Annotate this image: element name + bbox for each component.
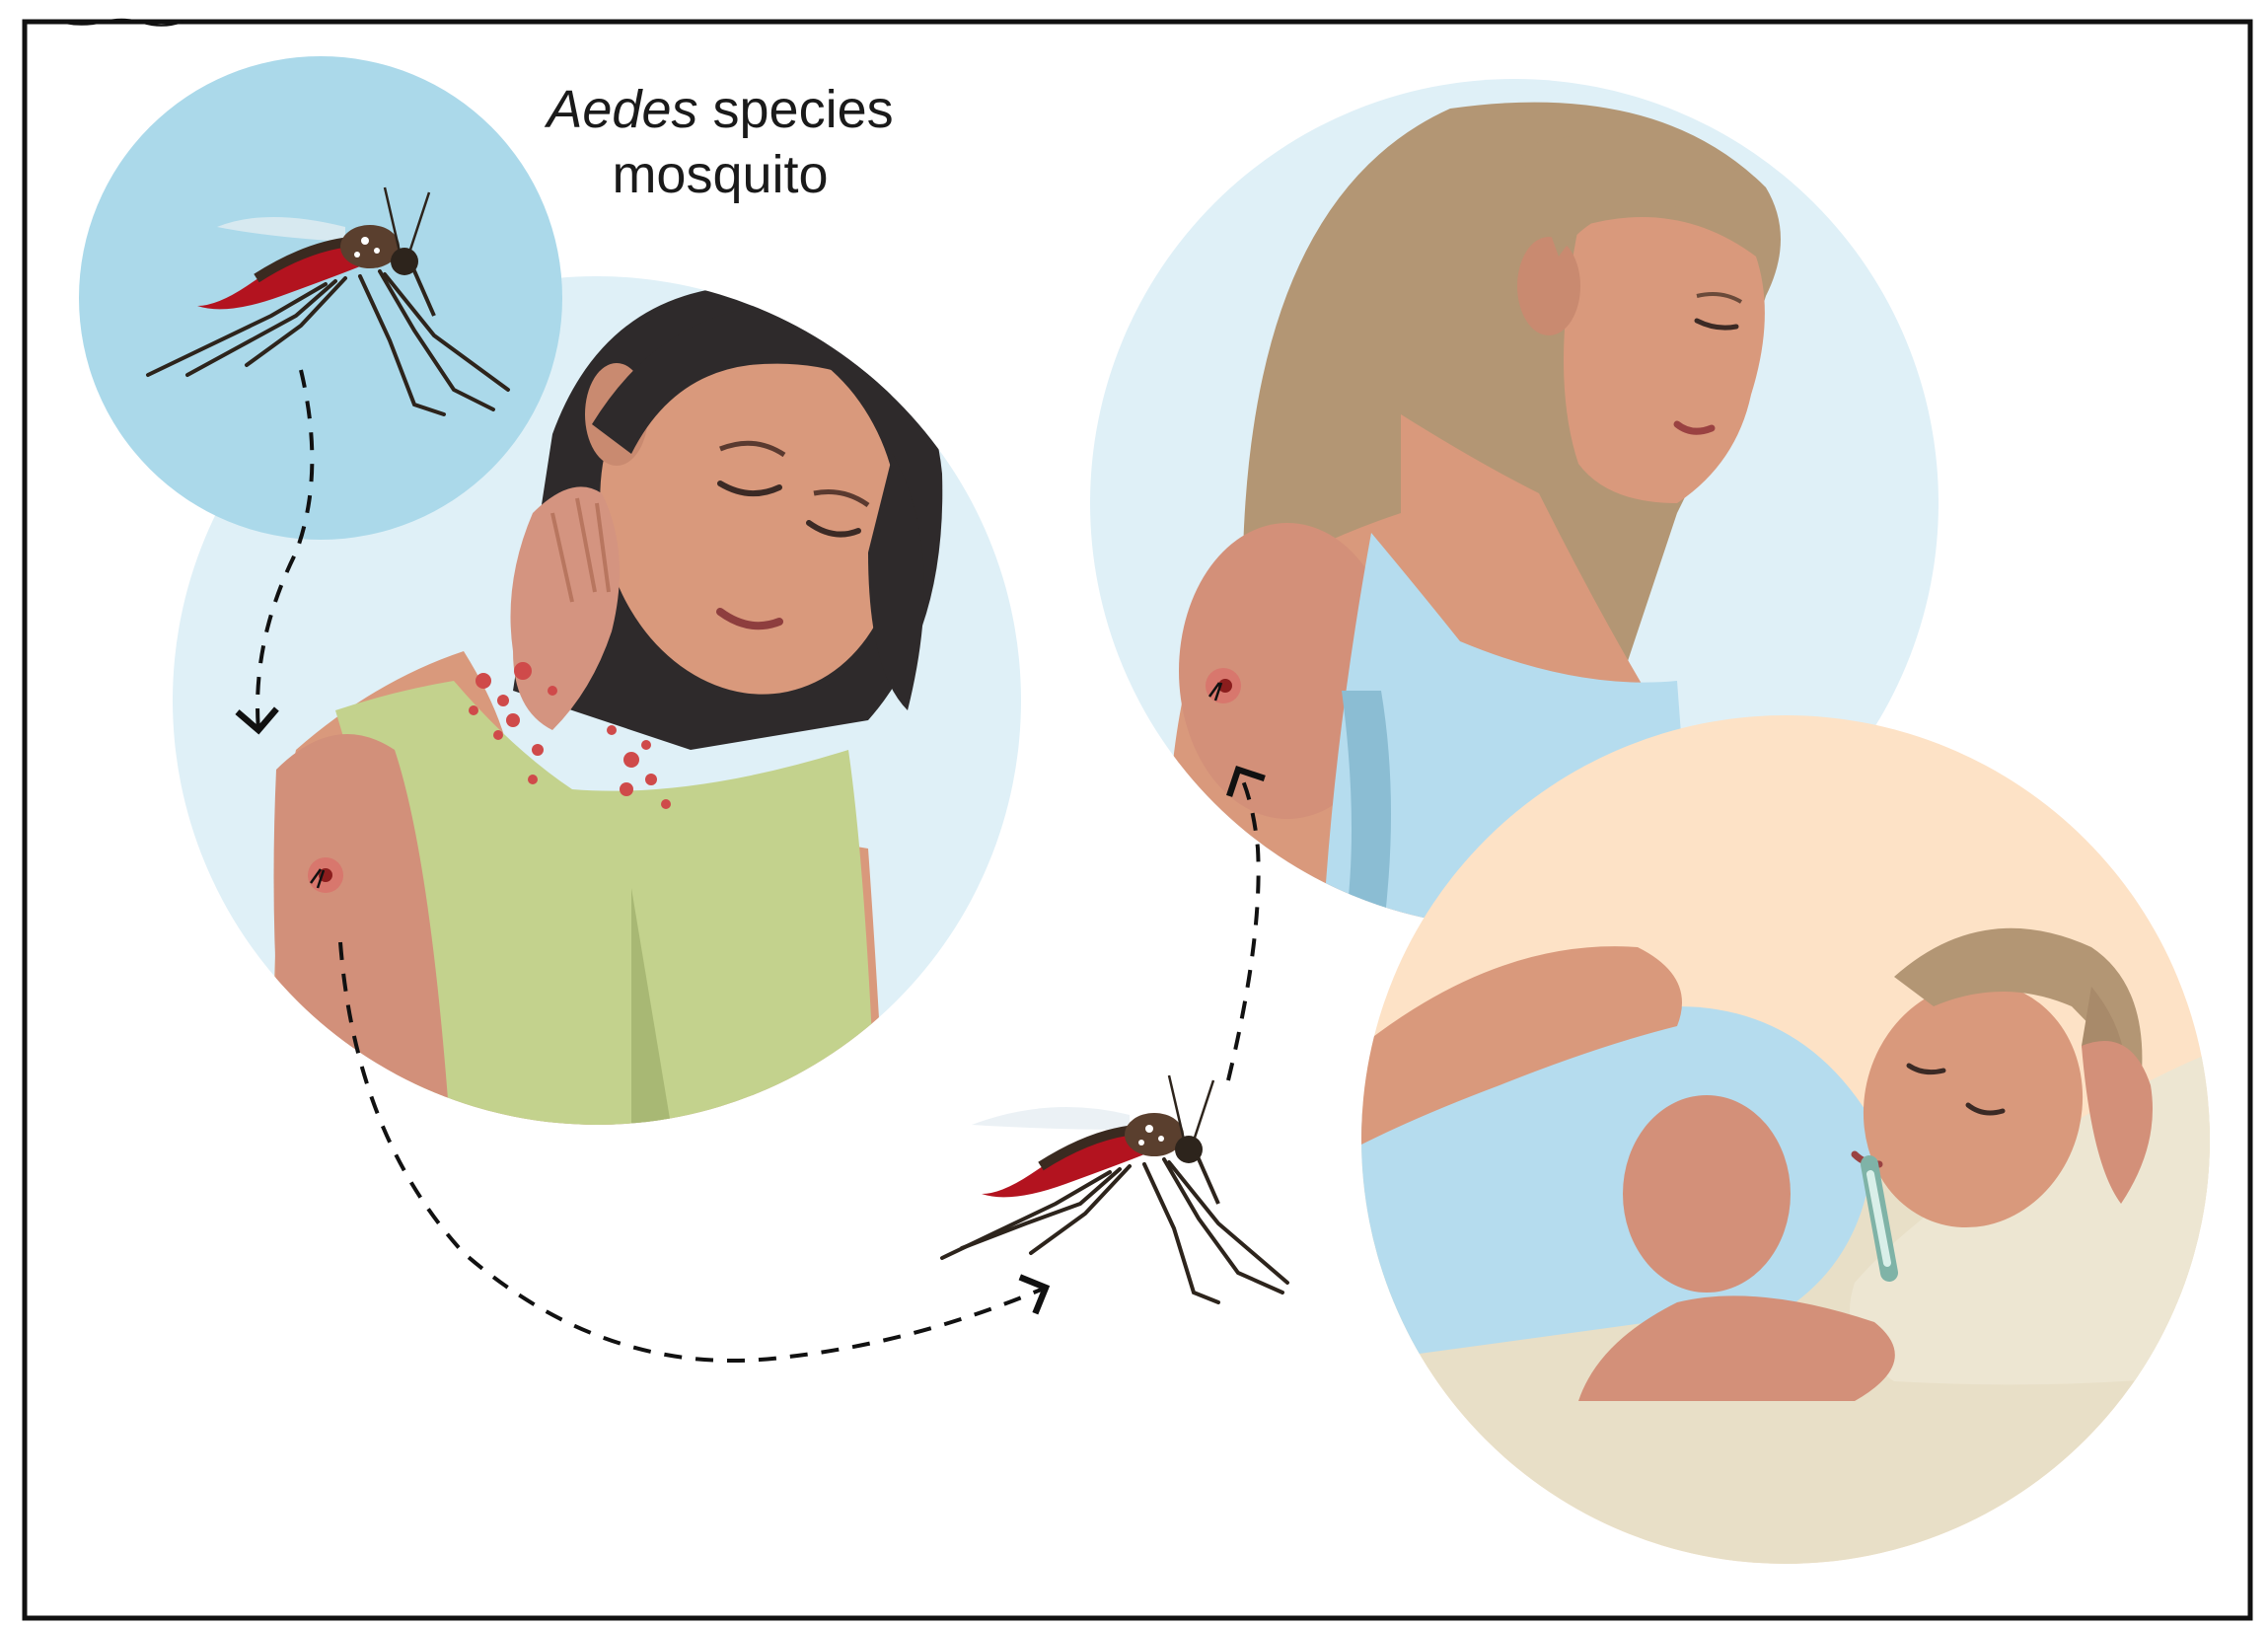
species-caption: Aedes species mosquito — [474, 77, 967, 207]
mosquito-icon — [942, 1075, 1287, 1302]
genus-name: Aedes — [547, 80, 697, 139]
sick-woman-fever-circle — [1361, 715, 2230, 1579]
species-word: species — [698, 80, 894, 139]
species-caption-line2: mosquito — [474, 142, 967, 207]
species-caption-line1: Aedes species — [474, 77, 967, 142]
